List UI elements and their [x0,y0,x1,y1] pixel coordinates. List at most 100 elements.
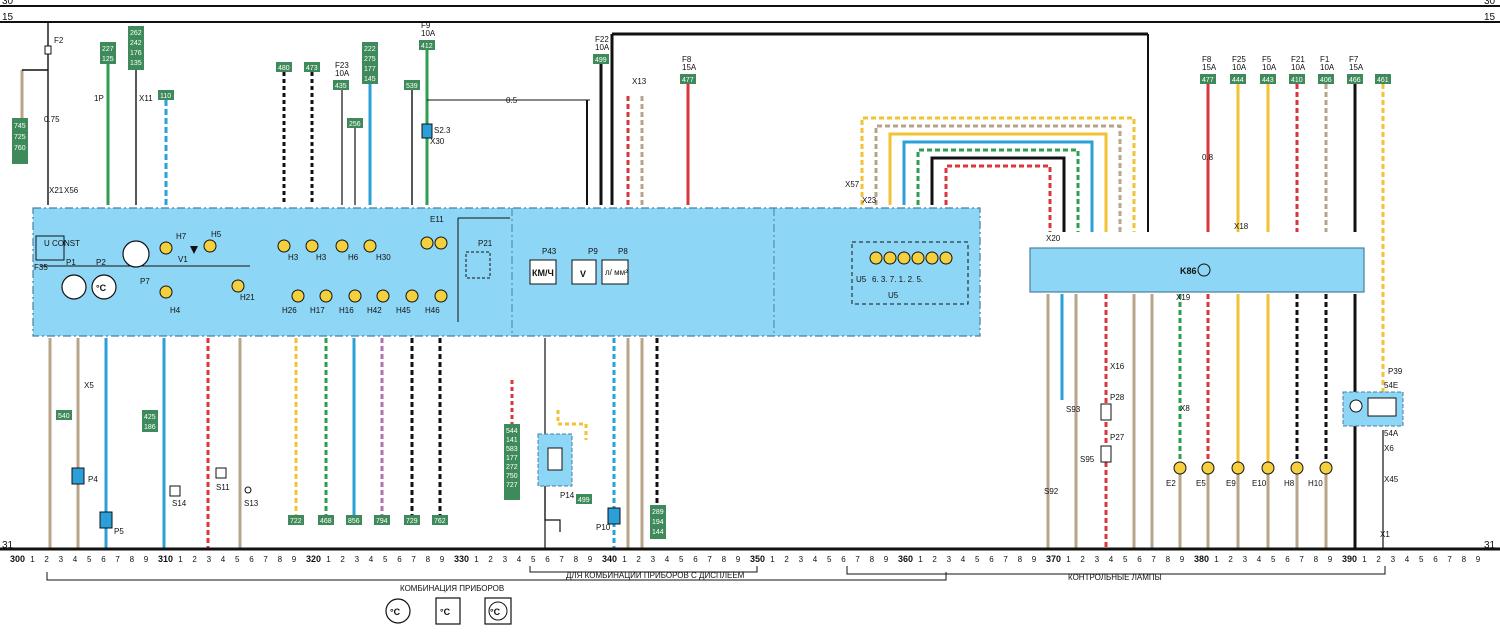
wire-bundle [860,116,1136,232]
h26-label: H26 [282,306,297,315]
axis-minor: 7 [1299,555,1304,564]
tag-729: 729 [406,518,418,525]
fuse-f9: F9 10A 412 [419,21,436,50]
tag-289: 289 [652,509,664,516]
axis-minor: 5 [679,555,684,564]
axis-minor: 7 [559,555,564,564]
conn-x19: X19 [1176,293,1191,302]
axis-minor: 6 [989,555,994,564]
axis-minor: 4 [369,555,374,564]
fuse-f7-tag: 466 [1349,77,1361,84]
lamp-h5-icon [203,239,217,253]
gauge-075: 0.75 [44,115,60,124]
tag-110: 110 [160,93,171,100]
tag-499b: 499 [578,497,590,504]
tag-856: 856 [348,518,360,525]
legend-temp-gauge-icon [385,598,411,624]
conn-x20: X20 [1046,234,1061,243]
u5-lamp-1 [869,251,883,265]
p39-lamp-icon [1349,399,1363,413]
fuse-f8-left: F8 15A 477 [680,55,697,84]
rail-15-label-left: 15 [2,12,14,23]
fuse-f23-rating: 10A [335,69,350,78]
tag-794: 794 [376,518,388,525]
lamp-h46-icon [434,289,448,303]
axis-minor: 3 [59,555,64,564]
gauge-08: 0.8 [1202,153,1214,162]
fuses-right: F8 15A 477 F25 10A 444 F5 10A 443 F21 10… [1200,55,1391,84]
u5-lamp-5 [925,251,939,265]
p27-label: P27 [1110,433,1125,442]
p14-sensor [537,410,588,532]
tag-194: 194 [652,519,664,526]
h6-label: H6 [348,253,359,262]
axis-minor: 8 [574,555,579,564]
axis-minor: 8 [1018,555,1023,564]
tag-135: 135 [130,60,142,67]
fuse-f7-rating: 15A [1349,63,1364,72]
tag-762: 762 [434,518,446,525]
lamp-h3b-icon [305,239,319,253]
tag-186: 186 [144,424,156,431]
top-wires [20,32,1385,392]
axis-minor: 9 [1032,555,1037,564]
p39-label: P39 [1388,367,1403,376]
p39-gauge-icon [1367,397,1397,417]
lamp-h10-icon [1319,461,1333,475]
p28-label: P28 [1110,393,1125,402]
lamp-h30-icon [363,239,377,253]
h46-label: H46 [425,306,440,315]
p8-label: P8 [618,247,628,256]
tag-540: 540 [58,413,70,420]
fuse-f23-tag: 435 [335,83,347,90]
lamp-h7-icon [159,241,173,255]
axis-minor: 2 [784,555,789,564]
fuse-f22-tag: 499 [595,57,607,64]
axis-minor: 2 [340,555,345,564]
switch-s11-icon [215,467,227,479]
tag-256: 256 [349,121,361,128]
lamp-e9-icon [1231,461,1245,475]
axis-minor: 6 [1433,555,1438,564]
axis-minor: 4 [1257,555,1262,564]
axis-minor: 5 [975,555,980,564]
speedometer-p43 [529,259,557,285]
tag-725: 725 [14,134,26,141]
tag-745: 745 [14,123,26,130]
axis-minor: 6 [1137,555,1142,564]
fuse-f22-rating: 10A [595,43,610,52]
axis-minor: 4 [73,555,78,564]
54a-label: 54A [1384,429,1399,438]
axis-minor: 9 [440,555,445,564]
axis-major-340: 340 [602,554,617,564]
axis-minor: 3 [799,555,804,564]
u5-label-b: U5 [888,291,899,300]
f35-label: F35 [34,263,48,272]
axis-major-300: 300 [10,554,25,564]
axis-major-360: 360 [898,554,913,564]
tag-272: 272 [506,464,518,471]
rail-30-label-left: 30 [2,0,14,7]
axis-minor: 7 [1003,555,1008,564]
h17-label: H17 [310,306,325,315]
conn-x45: X45 [1384,475,1399,484]
axis-minor: 6 [693,555,698,564]
fuse-f22: F22 10A 499 [593,35,610,64]
fuel-gauge-icon [61,274,87,300]
h5-label: H5 [211,230,222,239]
instrument-cluster-panel: U CONST F35 P1 P2 °C P7 H7 H5 V1 H4 H21 … [32,207,981,337]
bottom-tags: 540 425 186 722 468 856 794 729 762 544 … [56,410,666,539]
lamp-h45-icon [405,289,419,303]
conn-x21-a: X21 [49,186,64,195]
k86-label: K86 [1180,266,1197,276]
sensor-p5-icon [99,511,113,529]
axis-major-380: 380 [1194,554,1209,564]
axis-minor: 1 [918,555,923,564]
sensor-p4-icon [71,467,85,485]
axis-minor: 1 [1214,555,1219,564]
axis-minor: 6 [841,555,846,564]
connector-labels: X21 X56 X23 X57 X20 X18 X19 X5 X8 X16 X6… [44,77,1399,539]
axis-minor: 8 [722,555,727,564]
